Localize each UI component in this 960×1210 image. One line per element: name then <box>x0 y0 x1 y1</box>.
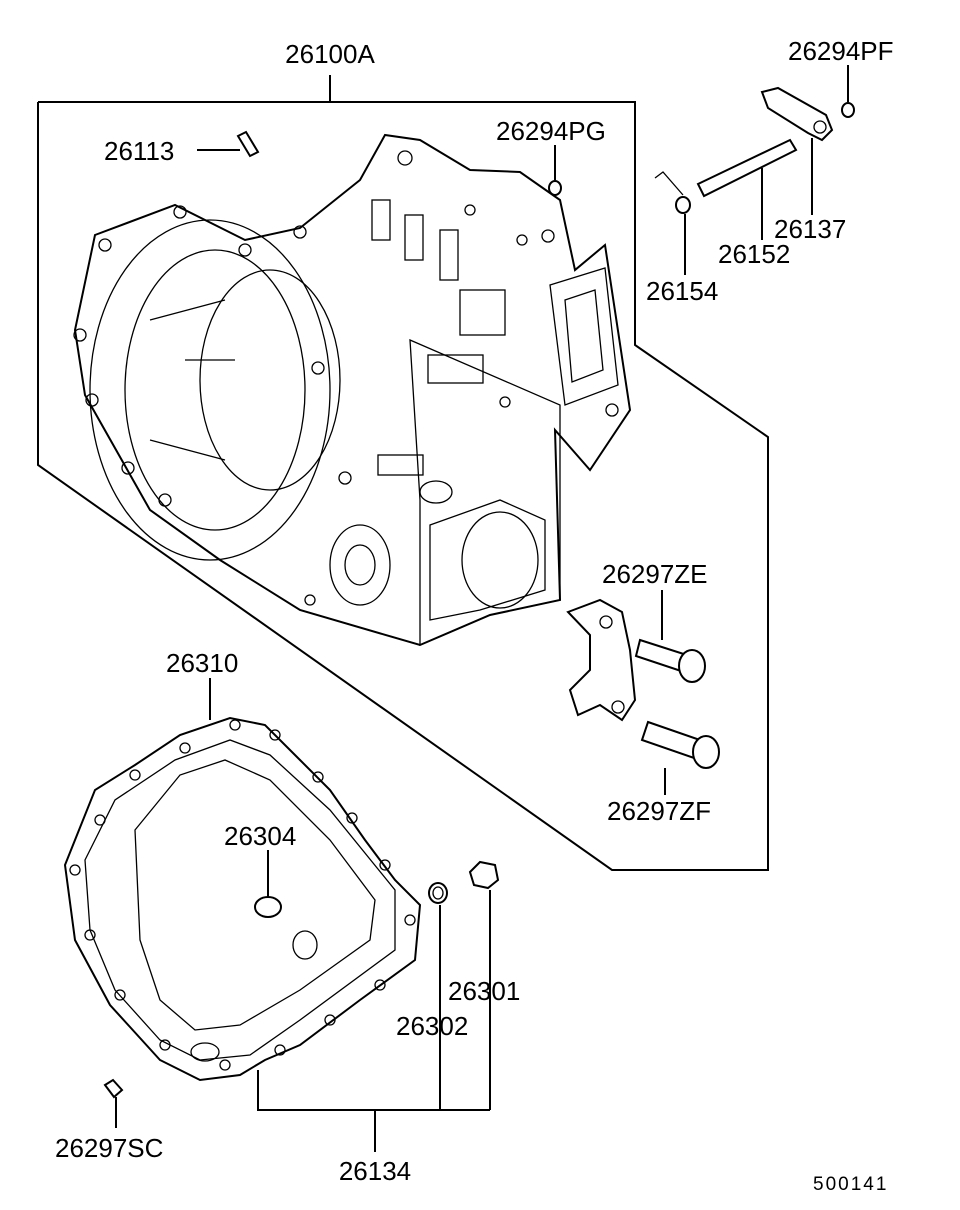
label-plug-pf: 26294PF <box>788 36 894 66</box>
label-bolt-sc: 26297SC <box>55 1133 163 1163</box>
pin-26113 <box>197 130 260 158</box>
bracket <box>566 598 637 722</box>
label-pan-kit: 26134 <box>339 1156 411 1186</box>
drain-plug-26301 <box>468 860 500 1110</box>
kit-bracket-26134 <box>257 1070 490 1152</box>
label-oil-pan: 26310 <box>166 648 238 678</box>
assembly-bracket-26100A <box>37 75 769 871</box>
label-plug-pg: 26294PG <box>496 116 606 146</box>
plug-26294PG <box>548 145 562 196</box>
gasket-26302 <box>428 882 448 1110</box>
label-bolt-ze: 26297ZE <box>602 559 708 589</box>
label-assembly: 26100A <box>285 39 375 69</box>
lever-26137 <box>760 86 834 215</box>
oil-pan-26310 <box>63 678 422 1082</box>
label-bolt-zf: 26297ZF <box>607 796 711 826</box>
label-lever: 26137 <box>774 214 846 244</box>
shaft-26152 <box>696 138 798 240</box>
label-shaft: 26152 <box>718 239 790 269</box>
plug-26294PF <box>841 65 855 118</box>
label-drain-plug: 26301 <box>448 976 520 1006</box>
magnet-26304 <box>254 850 282 918</box>
bolt-26297ZE <box>634 590 706 683</box>
spring-26154 <box>654 171 691 275</box>
bolt-26297SC <box>103 1078 124 1128</box>
bolt-26297ZF <box>640 720 720 795</box>
transmission-case <box>73 133 632 647</box>
label-gasket: 26302 <box>396 1011 468 1041</box>
label-pin: 26113 <box>104 136 174 166</box>
label-spring: 26154 <box>646 276 718 306</box>
figure-id: 500141 <box>813 1174 888 1195</box>
label-magnet: 26304 <box>224 821 296 851</box>
